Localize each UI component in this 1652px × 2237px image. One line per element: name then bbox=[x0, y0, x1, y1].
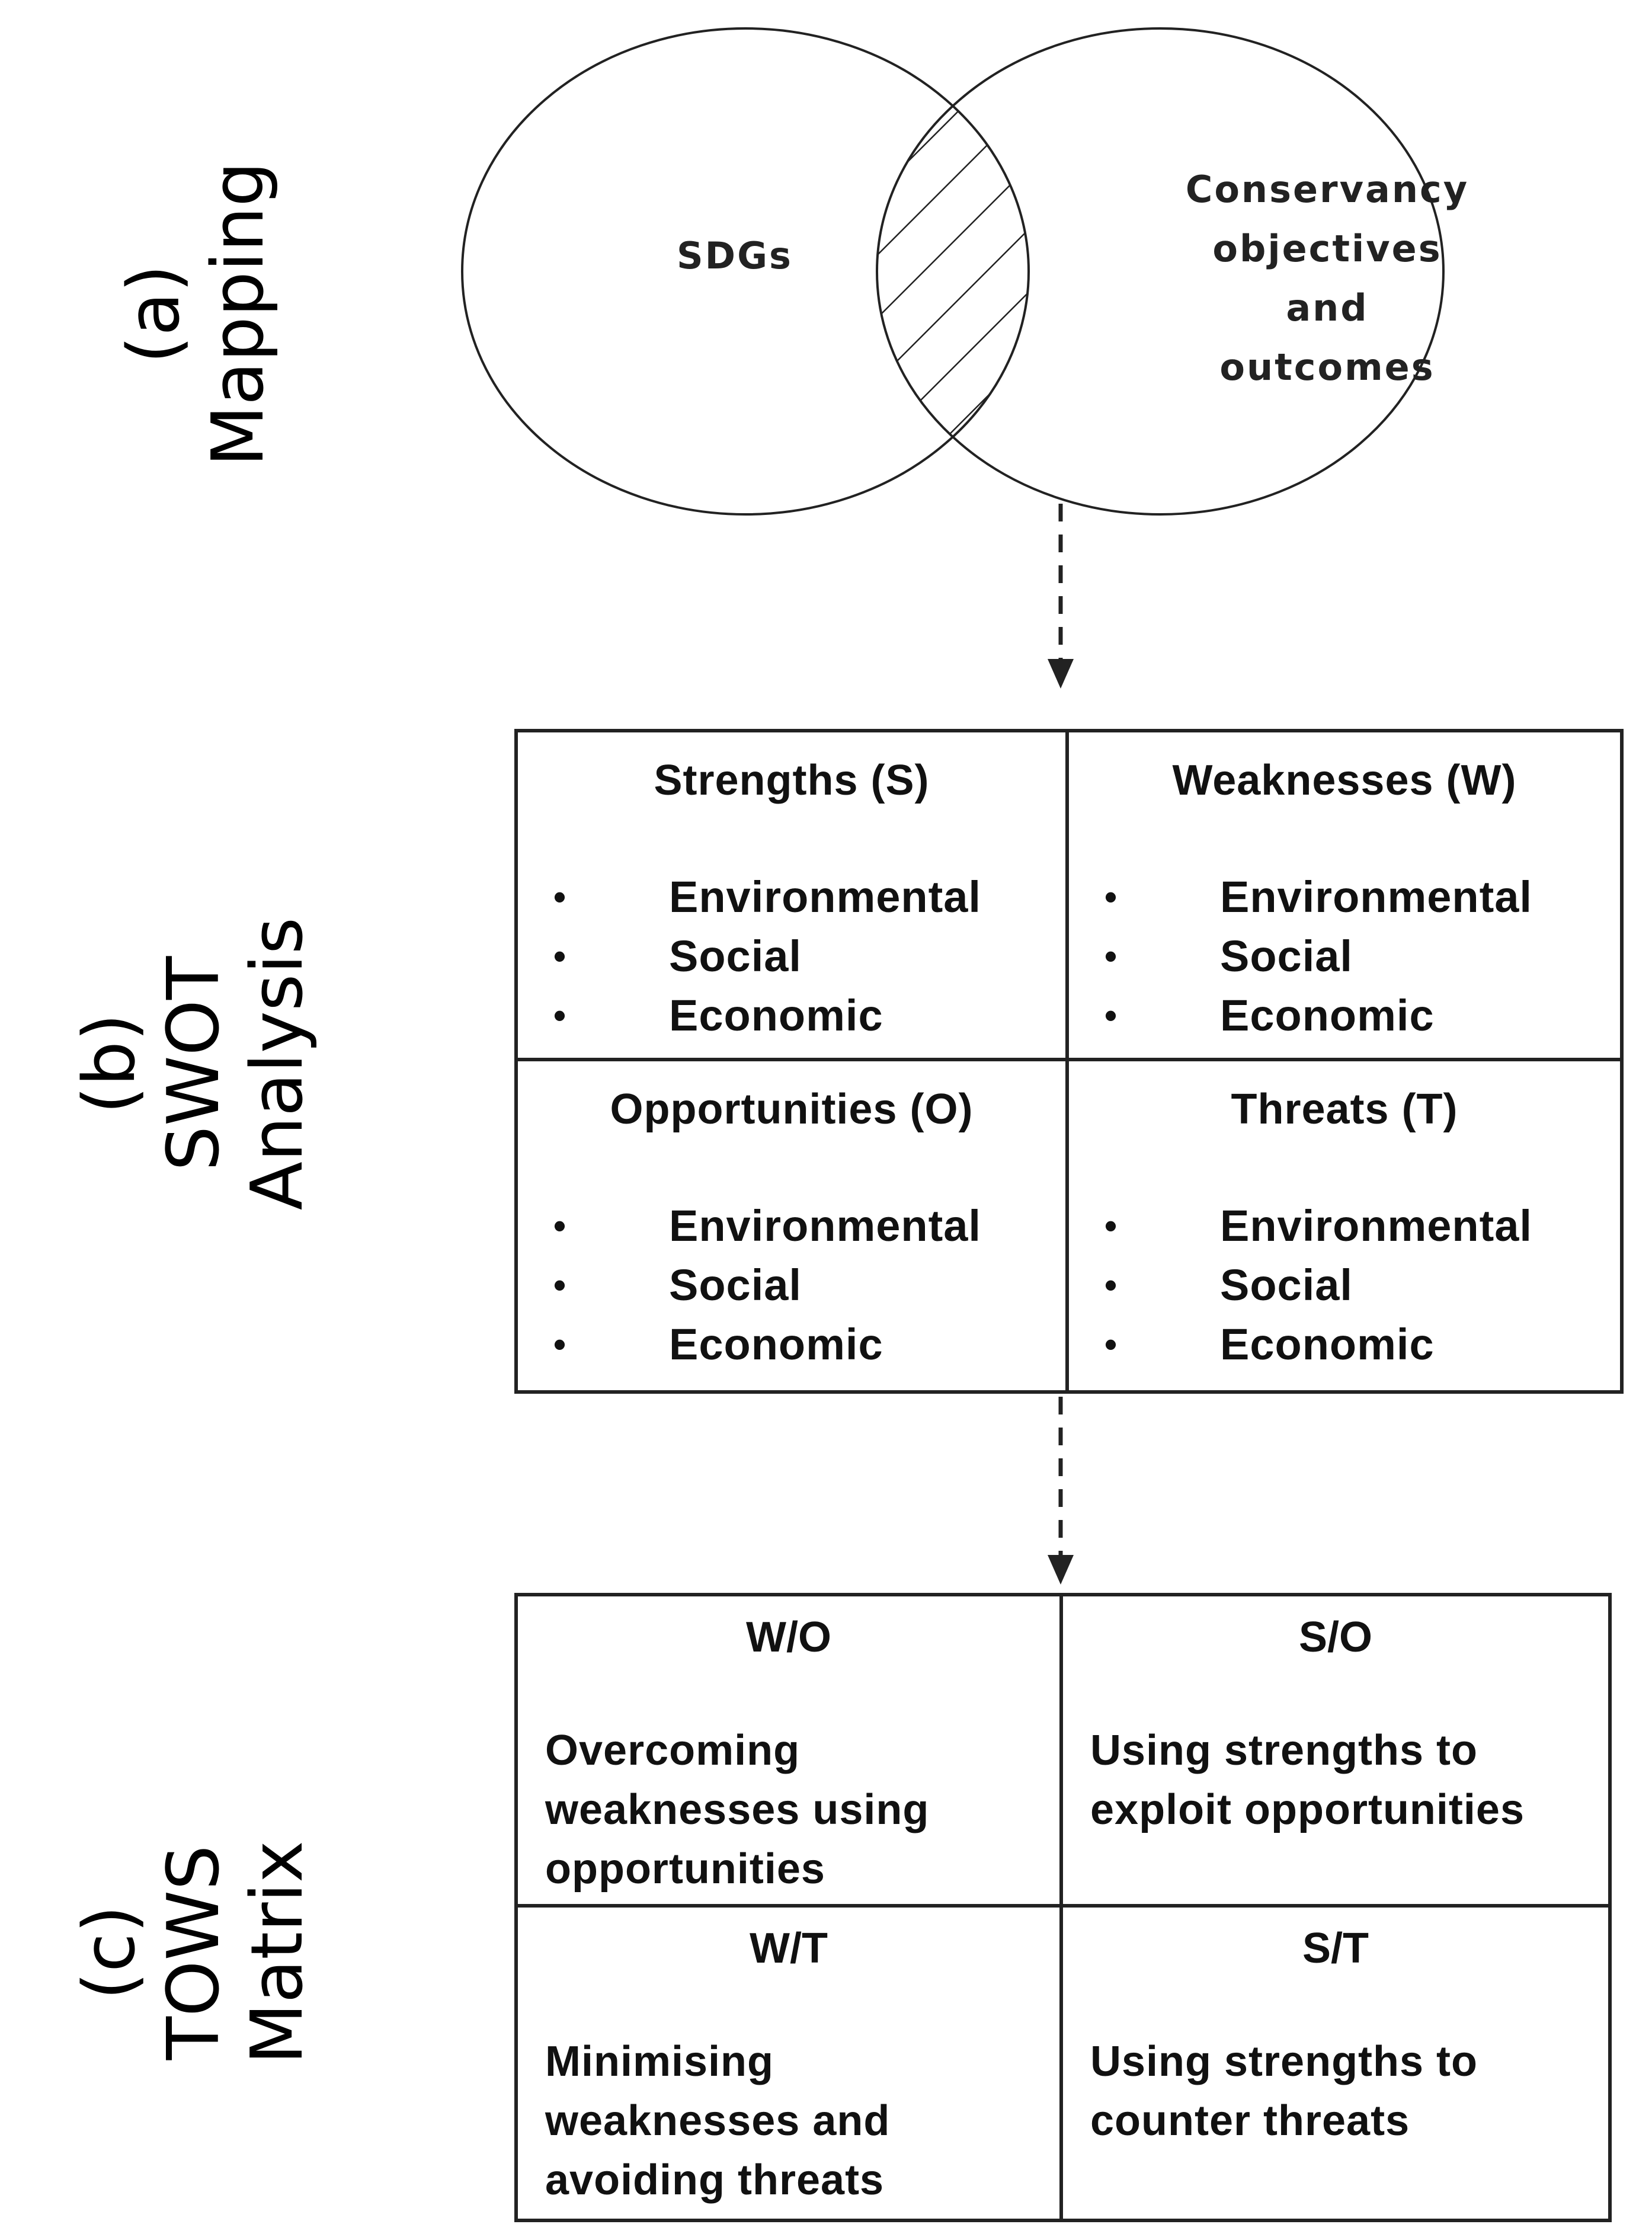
tows-title-st: S/T bbox=[1302, 1925, 1369, 1972]
venn-diagram bbox=[461, 27, 1445, 516]
list-item: • Environmental bbox=[518, 1196, 1065, 1256]
tows-desc-line: Overcoming bbox=[545, 1727, 801, 1774]
tows-cell-wt: W/T Minimising weaknesses and avoiding t… bbox=[518, 1908, 1063, 2219]
venn-label-sdgs: SDGs bbox=[677, 234, 793, 277]
section-name-analysis: Analysis bbox=[236, 917, 319, 1211]
tows-desc-line: Using strengths to bbox=[1090, 2038, 1478, 2085]
section-label-swot: (b) SWOT Analysis bbox=[68, 856, 323, 1271]
swot-list: • Environmental • Social • Economic bbox=[1069, 1196, 1620, 1374]
tows-desc-line: exploit opportunities bbox=[1090, 1786, 1525, 1833]
swot-cell-threats: Threats (T) • Environmental • Social • Econ… bbox=[1069, 1061, 1620, 1390]
tows-cell-wo: W/O Overcoming weaknesses using opportun… bbox=[518, 1596, 1063, 1908]
bullet-icon: • bbox=[553, 936, 567, 976]
list-item: • Social bbox=[518, 1256, 1065, 1315]
venn-label-line: and bbox=[1286, 286, 1369, 329]
list-item-text: Social bbox=[669, 932, 802, 981]
swot-title-threats: Threats (T) bbox=[1231, 1086, 1458, 1133]
tows-desc-line: weaknesses and bbox=[545, 2097, 891, 2145]
venn-circle-conservancy bbox=[876, 27, 1445, 516]
list-item: • Economic bbox=[1069, 986, 1620, 1045]
venn-label-line: objectives bbox=[1212, 227, 1442, 270]
bullet-icon: • bbox=[1104, 936, 1118, 976]
tows-matrix: W/O Overcoming weaknesses using opportun… bbox=[514, 1593, 1612, 2222]
bullet-icon: • bbox=[1104, 1324, 1118, 1364]
section-letter-b: (b) bbox=[69, 1013, 151, 1114]
list-item: • Environmental bbox=[1069, 1196, 1620, 1256]
section-name-swot: SWOT bbox=[152, 956, 235, 1172]
list-item: • Social bbox=[1069, 1256, 1620, 1315]
bullet-icon: • bbox=[553, 996, 567, 1035]
venn-label-conservancy: Conservancy objectives and outcomes bbox=[1144, 160, 1511, 397]
swot-title-weaknesses: Weaknesses (W) bbox=[1172, 757, 1517, 804]
list-item-text: Social bbox=[669, 1260, 802, 1310]
list-item-text: Social bbox=[1220, 1260, 1353, 1310]
tows-desc-wt: Minimising weaknesses and avoiding threa… bbox=[545, 2032, 1048, 2210]
swot-cell-strengths: Strengths (S) • Environmental • Social • Ec… bbox=[518, 732, 1069, 1061]
swot-list: • Environmental • Social • Economic bbox=[1069, 868, 1620, 1045]
list-item: • Social bbox=[1069, 927, 1620, 986]
list-item: • Environmental bbox=[1069, 868, 1620, 927]
bullet-icon: • bbox=[553, 877, 567, 917]
list-item-text: Environmental bbox=[1220, 1201, 1532, 1250]
section-letter-c: (c) bbox=[69, 1905, 151, 2000]
section-name-tows: TOWS bbox=[152, 1845, 235, 2060]
tows-title-wo: W/O bbox=[746, 1614, 831, 1661]
bullet-icon: • bbox=[1104, 1206, 1118, 1246]
tows-desc-line: Using strengths to bbox=[1090, 1727, 1478, 1774]
list-item-text: Environmental bbox=[1220, 872, 1532, 921]
section-label-tows: (c) TOWS Matrix bbox=[68, 1745, 323, 2160]
swot-list: • Environmental • Social • Economic bbox=[518, 868, 1065, 1045]
venn-circle-sdgs bbox=[461, 27, 1030, 516]
tows-desc-wo: Overcoming weaknesses using opportunitie… bbox=[545, 1721, 1048, 1899]
list-item: • Environmental bbox=[518, 868, 1065, 927]
tows-desc-line: weaknesses using bbox=[545, 1786, 930, 1833]
tows-desc-line: counter threats bbox=[1090, 2097, 1410, 2145]
list-item: • Economic bbox=[1069, 1315, 1620, 1374]
swot-grid: Strengths (S) • Environmental • Social • Ec… bbox=[514, 729, 1624, 1394]
bullet-icon: • bbox=[553, 1206, 567, 1246]
list-item-text: Economic bbox=[669, 991, 883, 1040]
tows-desc-so: Using strengths to exploit opportunities bbox=[1090, 1721, 1596, 1839]
flow-arrow-swot-to-tows bbox=[1048, 1397, 1074, 1585]
swot-title-strengths: Strengths (S) bbox=[654, 757, 930, 804]
list-item-text: Environmental bbox=[669, 872, 981, 921]
swot-title-opportunities: Opportunities (O) bbox=[610, 1086, 974, 1133]
tows-desc-line: opportunities bbox=[545, 1845, 825, 1893]
list-item-text: Economic bbox=[1220, 1320, 1435, 1369]
swot-list: • Environmental • Social • Economic bbox=[518, 1196, 1065, 1374]
bullet-icon: • bbox=[1104, 877, 1118, 917]
tows-desc-line: Minimising bbox=[545, 2038, 774, 2085]
tows-desc-line: avoiding threats bbox=[545, 2156, 885, 2204]
list-item-text: Economic bbox=[1220, 991, 1435, 1040]
tows-title-so: S/O bbox=[1298, 1614, 1373, 1661]
venn-label-line: outcomes bbox=[1219, 345, 1435, 389]
section-name-matrix: Matrix bbox=[236, 1841, 319, 2065]
list-item: • Economic bbox=[518, 986, 1065, 1045]
venn-label-line: Conservancy bbox=[1185, 168, 1469, 211]
bullet-icon: • bbox=[1104, 1265, 1118, 1305]
tows-cell-st: S/T Using strengths to counter threats bbox=[1063, 1908, 1608, 2219]
list-item-text: Economic bbox=[669, 1320, 883, 1369]
tows-desc-st: Using strengths to counter threats bbox=[1090, 2032, 1596, 2150]
list-item: • Economic bbox=[518, 1315, 1065, 1374]
list-item-text: Social bbox=[1220, 932, 1353, 981]
tows-title-wt: W/T bbox=[750, 1925, 828, 1972]
flow-arrow-mapping-to-swot bbox=[1048, 504, 1074, 689]
bullet-icon: • bbox=[1104, 996, 1118, 1035]
swot-cell-weaknesses: Weaknesses (W) • Environmental • Social • E… bbox=[1069, 732, 1620, 1061]
list-item: • Social bbox=[518, 927, 1065, 986]
swot-cell-opportunities: Opportunities (O) • Environmental • Social… bbox=[518, 1061, 1069, 1390]
bullet-icon: • bbox=[553, 1265, 567, 1305]
tows-cell-so: S/O Using strengths to exploit opportuni… bbox=[1063, 1596, 1608, 1908]
list-item-text: Environmental bbox=[669, 1201, 981, 1250]
bullet-icon: • bbox=[553, 1324, 567, 1364]
